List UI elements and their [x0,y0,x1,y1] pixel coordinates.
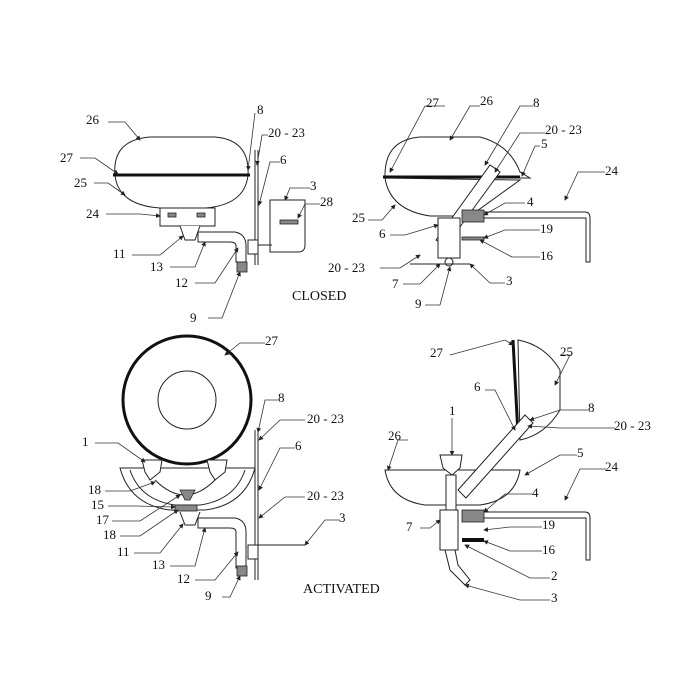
label-9: 9 [205,588,212,603]
label-25: 25 [74,175,87,190]
label-3: 3 [506,273,513,288]
label-13: 13 [152,557,165,572]
label-8: 8 [257,102,264,117]
label-1: 1 [449,403,456,418]
label-26: 26 [480,93,494,108]
label-25: 25 [352,210,365,225]
label-24: 24 [86,206,100,221]
activated-front-view: 27 8 20 - 23 1 6 18 20 - 23 15 17 18 3 1… [82,333,346,603]
label-20-23: 20 - 23 [307,411,344,426]
label-8: 8 [278,390,285,405]
label-20-23: 20 - 23 [545,122,582,137]
label-3: 3 [339,510,346,525]
label-15: 15 [91,497,104,512]
label-6: 6 [474,379,481,394]
label-20-23: 20 - 23 [307,488,344,503]
label-27: 27 [60,150,74,165]
label-4: 4 [527,194,534,209]
label-28: 28 [320,194,333,209]
label-11: 11 [113,246,126,261]
label-16: 16 [542,542,556,557]
label-18: 18 [103,527,116,542]
cover [114,136,249,176]
cover-open [121,334,253,466]
label-27: 27 [265,333,279,348]
label-19: 19 [542,517,555,532]
label-19: 19 [540,221,553,236]
label-6: 6 [295,438,302,453]
label-20-23: 20 - 23 [268,125,305,140]
label-18: 18 [88,482,101,497]
label-1: 1 [82,434,89,449]
label-3: 3 [310,178,317,193]
bowl [114,174,249,209]
label-17: 17 [96,512,110,527]
label-27: 27 [426,95,440,110]
label-6: 6 [280,152,287,167]
label-6: 6 [379,226,386,241]
label-7: 7 [392,276,399,291]
eyewash-head [141,459,163,481]
label-16: 16 [540,248,554,263]
pad [461,209,485,223]
label-5: 5 [577,445,584,460]
caption-activated: ACTIVATED [303,582,380,597]
label-7: 7 [406,519,413,534]
caption-closed: CLOSED [292,289,346,304]
label-26: 26 [86,112,100,127]
pipe [197,231,247,263]
valve-box [269,199,306,253]
label-20-23: 20 - 23 [328,260,365,275]
label-20-23: 20 - 23 [614,418,651,433]
label-27: 27 [430,345,444,360]
label-24: 24 [605,163,619,178]
label-12: 12 [175,275,188,290]
label-3: 3 [551,590,558,605]
label-5: 5 [541,136,548,151]
closed-front-view: 26 27 25 24 11 13 12 9 8 20 - 23 6 3 28 [60,102,333,325]
label-8: 8 [533,95,540,110]
label-11: 11 [117,544,130,559]
label-4: 4 [532,485,539,500]
label-9: 9 [190,310,197,325]
label-26: 26 [388,428,402,443]
activated-side-view: 27 25 6 1 8 20 - 23 26 5 24 4 7 19 16 2 … [384,339,651,605]
label-24: 24 [605,459,619,474]
label-12: 12 [177,571,190,586]
label-2: 2 [551,568,558,583]
label-13: 13 [150,259,163,274]
label-8: 8 [588,400,595,415]
label-25: 25 [560,344,573,359]
label-9: 9 [415,296,422,311]
closed-side-view: 27 26 8 20 - 23 5 24 4 25 6 19 16 20 - 2… [328,93,619,311]
